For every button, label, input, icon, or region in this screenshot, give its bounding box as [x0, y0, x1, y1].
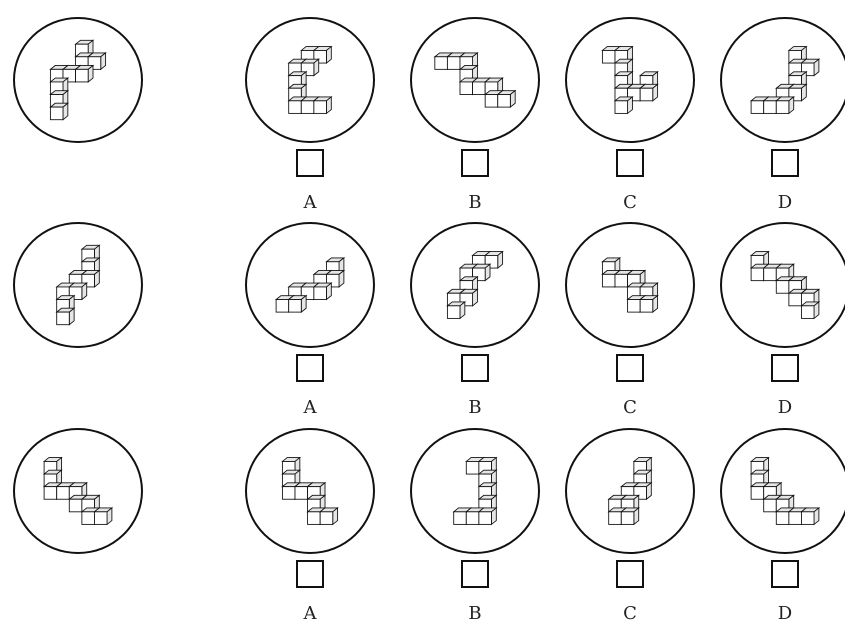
answer-checkbox-row-3-d[interactable] — [771, 560, 799, 588]
cube — [615, 97, 632, 113]
cube-shape-v-figure — [567, 19, 693, 141]
option-letter: C — [610, 193, 650, 213]
target-figure-row-3 — [13, 428, 143, 554]
option-letter: A — [290, 398, 330, 418]
cube — [621, 508, 638, 524]
cube-shape-zigzag-figure — [412, 19, 538, 141]
cube — [314, 97, 331, 113]
cube — [640, 84, 657, 100]
option-letter: B — [455, 398, 495, 418]
cube-shape-wide-figure — [247, 224, 373, 346]
option-letter: D — [765, 398, 805, 418]
answer-checkbox-row-2-b[interactable] — [461, 354, 489, 382]
cube — [640, 296, 657, 312]
cube — [50, 103, 67, 119]
option-letter: D — [765, 604, 805, 624]
answer-checkbox-row-1-b[interactable] — [461, 149, 489, 177]
cube-shape-hook-figure — [567, 224, 693, 346]
answer-checkbox-row-3-a[interactable] — [296, 560, 324, 588]
cube — [57, 308, 74, 324]
target-figure-row-1 — [13, 17, 143, 143]
cube-shape-j-figure — [412, 430, 538, 552]
option-figure-row-1-d — [720, 17, 845, 143]
option-letter: C — [610, 398, 650, 418]
answer-checkbox-row-3-c[interactable] — [616, 560, 644, 588]
option-figure-row-1-b — [410, 17, 540, 143]
cube-shape-s-3-figure — [15, 430, 141, 552]
answer-checkbox-row-3-b[interactable] — [461, 560, 489, 588]
answer-checkbox-row-2-a[interactable] — [296, 354, 324, 382]
cube — [498, 91, 515, 107]
cube-shape-stair-figure — [722, 430, 845, 552]
option-figure-row-3-d — [720, 428, 845, 554]
cube-shape-l-figure — [247, 430, 373, 552]
answer-checkbox-row-1-a[interactable] — [296, 149, 324, 177]
option-figure-row-2-d — [720, 222, 845, 348]
cube — [76, 65, 93, 81]
cube-shape-slope-figure — [722, 224, 845, 346]
option-letter: B — [455, 604, 495, 624]
cube-shape-step-figure — [722, 19, 845, 141]
cube — [289, 296, 306, 312]
cube — [94, 508, 111, 524]
cube — [479, 508, 496, 524]
option-figure-row-3-a — [245, 428, 375, 554]
option-figure-row-1-a — [245, 17, 375, 143]
cube-shape-tall-figure — [412, 224, 538, 346]
option-figure-row-2-a — [245, 222, 375, 348]
cube — [447, 302, 464, 318]
cube — [776, 97, 793, 113]
option-letter: D — [765, 193, 805, 213]
cube-shape-c-figure — [247, 19, 373, 141]
target-figure-row-2 — [13, 222, 143, 348]
option-figure-row-3-b — [410, 428, 540, 554]
cube — [801, 302, 818, 318]
answer-checkbox-row-1-c[interactable] — [616, 149, 644, 177]
option-letter: A — [290, 604, 330, 624]
option-letter: C — [610, 604, 650, 624]
option-figure-row-1-c — [565, 17, 695, 143]
option-figure-row-2-b — [410, 222, 540, 348]
option-letter: A — [290, 193, 330, 213]
option-figure-row-2-c — [565, 222, 695, 348]
option-letter: B — [455, 193, 495, 213]
option-figure-row-3-c — [565, 428, 695, 554]
answer-checkbox-row-2-c[interactable] — [616, 354, 644, 382]
answer-checkbox-row-1-d[interactable] — [771, 149, 799, 177]
cube-shape-n-2-figure — [15, 224, 141, 346]
answer-checkbox-row-2-d[interactable] — [771, 354, 799, 382]
cube-shape-z-1-figure — [15, 19, 141, 141]
cube — [320, 508, 337, 524]
cube — [314, 283, 331, 299]
cube-shape-block-figure — [567, 430, 693, 552]
cube — [801, 508, 818, 524]
